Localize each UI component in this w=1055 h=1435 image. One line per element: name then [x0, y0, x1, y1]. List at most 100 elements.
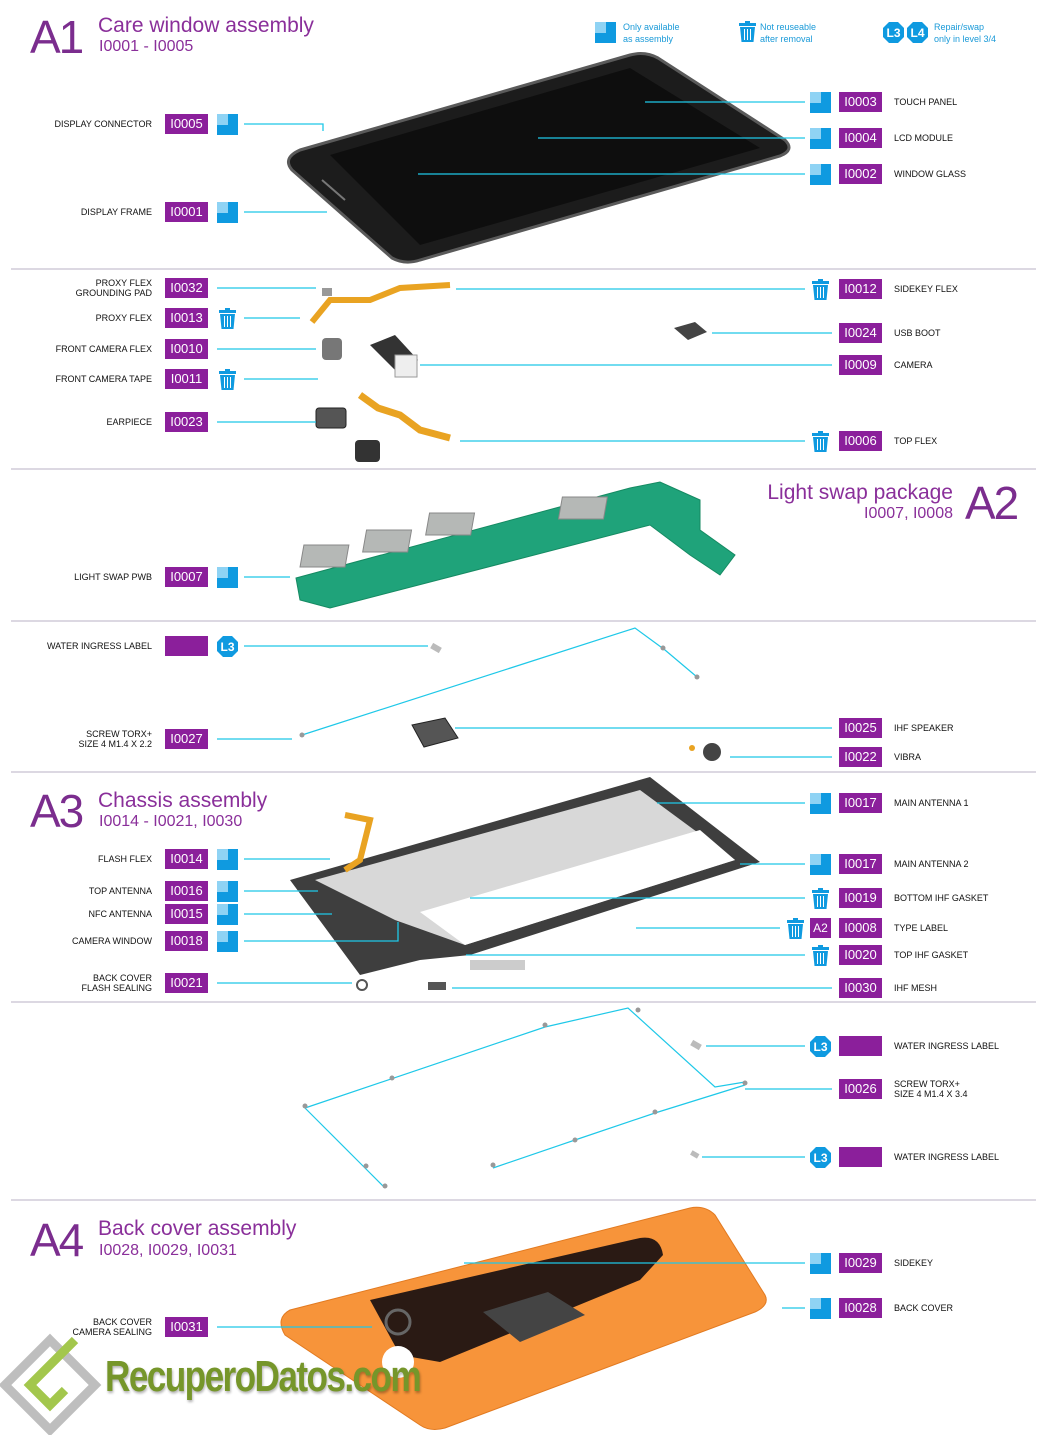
- callout-label: SIDEKEY FLEX: [894, 284, 958, 294]
- assembly-icon: [217, 114, 238, 135]
- part-code-i0003: I0003: [839, 92, 882, 112]
- callout-label: IHF SPEAKER: [894, 723, 954, 733]
- chassis-drawing: [290, 777, 760, 991]
- part-code-i0021: I0021: [165, 973, 208, 993]
- level-l3-icon: L3: [883, 22, 904, 43]
- part-code-i0025: I0025: [839, 718, 882, 738]
- assembly-icon: [810, 1253, 831, 1274]
- assembly-icon: [217, 881, 238, 902]
- assembly-icon: [595, 22, 616, 43]
- label-line: PROXY FLEX: [95, 278, 152, 288]
- label-line: BACK COVER: [92, 1317, 152, 1327]
- part-code-i0016: I0016: [165, 881, 208, 901]
- assembly-icon: [217, 567, 238, 588]
- label-line: SIZE 4 M1.4 x 2.2: [78, 739, 152, 749]
- callout-label: WINDOW GLASS: [894, 169, 966, 179]
- section-letter-a4: A4: [30, 1214, 84, 1266]
- callout-label: BACK COVER: [894, 1303, 953, 1313]
- part-code-i0017: I0017: [839, 854, 882, 874]
- label-line: SCREW TORX+: [894, 1079, 960, 1089]
- part-code-i0008: I0008: [839, 918, 882, 938]
- part-code-i0023: I0023: [165, 412, 208, 432]
- level-l3-icon: L3: [810, 1147, 831, 1168]
- assembly-icon: [217, 849, 238, 870]
- part-code-i0032: I0032: [165, 278, 208, 298]
- part-code-i0007: I0007: [165, 567, 208, 587]
- section-title-a2: Light swap package: [767, 481, 953, 504]
- part-code-i0012: I0012: [839, 279, 882, 299]
- part-code-i0005: I0005: [165, 114, 208, 134]
- callout-label: WATER INGRESS LABEL: [894, 1041, 999, 1051]
- callout-label: CAMERA: [894, 360, 933, 370]
- label-line: IHF SPEAKER: [894, 723, 954, 733]
- trash-icon: [737, 21, 758, 42]
- label-line: DISPLAY FRAME: [80, 207, 152, 217]
- callout-label: BOTTOM IHF GASKET: [894, 893, 988, 903]
- assembly-icon: [217, 931, 238, 952]
- label-line: SIZE 4 M1.4 x 3.4: [894, 1089, 968, 1099]
- callout-label: MAIN ANTENNA 1: [894, 798, 969, 808]
- assembly-icon: [810, 1298, 831, 1319]
- trash-icon: [810, 279, 831, 300]
- svg-text:L4: L4: [910, 26, 924, 40]
- watermark-text: RecuperoDatos.com: [105, 1352, 422, 1401]
- callout-label: WATER INGRESS LABEL: [47, 641, 152, 651]
- part-code-i0011: I0011: [165, 369, 208, 389]
- label-line: CAMERA: [894, 360, 933, 370]
- assembly-icon: [810, 793, 831, 814]
- part-code-i0013: I0013: [165, 308, 208, 328]
- callout-label: CAMERA WINDOW: [72, 936, 152, 946]
- callout-label: VIBRA: [894, 752, 921, 762]
- callout-label: USB BOOT: [894, 328, 941, 338]
- level-l3-icon: L3: [810, 1036, 831, 1057]
- leader-line: [244, 922, 399, 942]
- part-code-i0024: I0024: [839, 323, 882, 343]
- part-code-blank: [839, 1147, 882, 1167]
- label-line: TOP IHF GASKET: [894, 950, 969, 960]
- part-code-i0030: I0030: [839, 978, 882, 998]
- callout-label: TYPE LABEL: [894, 923, 948, 933]
- assembly-icon: [810, 854, 831, 875]
- label-line: PROXY FLEX: [95, 313, 152, 323]
- callout-label: MAIN ANTENNA 2: [894, 859, 969, 869]
- svg-text:L3: L3: [220, 640, 234, 654]
- label-line: SCREW TORX+: [86, 729, 152, 739]
- part-code-i0009: I0009: [839, 355, 882, 375]
- part-code-i0031: I0031: [165, 1317, 208, 1337]
- section-sub-a4: I0028, I0029, I0031: [99, 1242, 237, 1259]
- label-line: DISPLAY CONNECTOR: [54, 119, 152, 129]
- label-line: LIGHT SWAP PWB: [74, 572, 152, 582]
- label-line: TYPE LABEL: [894, 923, 949, 933]
- part-code-i0002: I0002: [839, 164, 882, 184]
- label-line: WINDOW GLASS: [894, 169, 967, 179]
- label-line: USB BOOT: [894, 328, 941, 338]
- pwb-drawing: [295, 481, 736, 609]
- callout-label: FLASH FLEX: [98, 854, 152, 864]
- section-title-a3: Chassis assembly: [98, 789, 268, 812]
- label-line: BOTTOM IHF GASKET: [894, 893, 989, 903]
- section-title-a1: Care window assembly: [98, 14, 314, 37]
- label-line: EARPIECE: [106, 417, 152, 427]
- package-badge: A2: [810, 918, 831, 938]
- watermark-logo: [0, 1333, 102, 1435]
- label-line: BACK COVER: [92, 973, 152, 983]
- label-line: FLASH FLEX: [97, 854, 152, 864]
- assembly-icon: [810, 92, 831, 113]
- trash-icon: [810, 888, 831, 909]
- trash-icon: [810, 431, 831, 452]
- screws-drawing: [302, 1007, 748, 1189]
- callout-label: NFC ANTENNA: [88, 909, 152, 919]
- label-line: CAMERA WINDOW: [72, 936, 152, 946]
- callout-label: EARPIECE: [106, 417, 152, 427]
- part-code-i0017: I0017: [839, 793, 882, 813]
- label-line: TOP ANTENNA: [88, 886, 152, 896]
- label-line: FRONT CAMERA TAPE: [55, 374, 152, 384]
- callout-label: SIDEKEY: [894, 1258, 933, 1268]
- trash-icon: [785, 918, 806, 939]
- label-line: FRONT CAMERA FLEX: [55, 344, 152, 354]
